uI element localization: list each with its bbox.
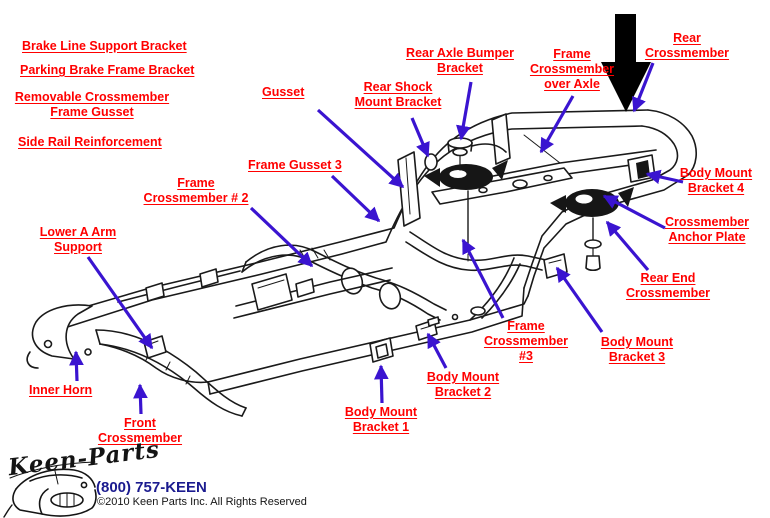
part-label-frame-gusset-3[interactable]: Frame Gusset 3 [248, 158, 342, 173]
pointer-arrow-front-crossmember [133, 383, 148, 415]
chassis-line-art [26, 109, 697, 417]
pointer-arrow-rear-axle-bumper-bracket [456, 81, 473, 141]
pointer-arrow-rear-end-crossmember [605, 220, 650, 272]
part-label-line: Mount Bracket [354, 95, 442, 109]
part-label-inner-horn[interactable]: Inner Horn [29, 383, 92, 398]
part-label-line: Lower A Arm [39, 225, 117, 239]
part-label-parking-brake-frame-bracket[interactable]: Parking Brake Frame Bracket [20, 63, 194, 78]
part-label-line: Frame [177, 176, 215, 190]
pointer-arrow-frame-crossmember-over-axle [539, 95, 575, 154]
part-label-line: Crossmember [664, 215, 750, 229]
part-label-line: Support [54, 240, 102, 254]
part-label-line: Anchor Plate [668, 230, 746, 244]
pointer-arrows [69, 62, 684, 415]
pointer-arrow-frame-crossmember-2 [249, 206, 314, 268]
part-label-line: Rear [673, 31, 701, 45]
pointer-arrow-rear-crossmember [632, 62, 655, 113]
pointer-arrow-frame-crossmember-3 [461, 238, 505, 319]
corvette-sketch-logo [3, 461, 97, 518]
part-label-line: Rear Shock [363, 80, 433, 94]
part-label-line: Body Mount [600, 335, 674, 349]
part-label-line: Rear End [640, 271, 696, 285]
pointer-arrow-gusset [316, 108, 405, 189]
part-label-line: Frame Gusset [50, 105, 134, 119]
part-label-line: Frame Gusset 3 [248, 158, 342, 172]
part-label-line: Bracket 2 [434, 385, 492, 399]
part-label-line: Crossmember [483, 334, 569, 348]
down-arrow-icon [601, 14, 651, 112]
part-label-line: Crossmember [644, 46, 730, 60]
pointer-arrow-body-mount-bracket-4 [645, 169, 684, 185]
part-label-line: Removable Crossmember [14, 90, 170, 104]
part-label-line: Parking Brake Frame Bracket [20, 63, 195, 77]
part-label-line: Bracket [437, 61, 483, 75]
copyright-text: ©2010 Keen Parts Inc. All Rights Reserve… [97, 496, 307, 508]
part-label-line: Brake Line Support Bracket [22, 39, 187, 53]
part-label-side-rail-reinforcement[interactable]: Side Rail Reinforcement [18, 135, 162, 150]
pointer-arrow-body-mount-bracket-1 [374, 364, 389, 404]
part-label-line: Frame [507, 319, 545, 333]
part-label-line: Body Mount [679, 166, 753, 180]
pointer-arrow-inner-horn [69, 350, 84, 382]
part-label-line: Side Rail Reinforcement [18, 135, 162, 149]
pointer-arrow-crossmember-anchor-plate [602, 194, 666, 230]
pointer-arrow-lower-a-arm-support [86, 256, 154, 350]
part-label-line: Body Mount [426, 370, 500, 384]
part-label-brake-line-support-bracket[interactable]: Brake Line Support Bracket [22, 39, 187, 54]
part-label-line: Bracket 3 [608, 350, 666, 364]
part-label-line: over Axle [544, 77, 600, 91]
part-label-line: Crossmember [529, 62, 615, 76]
part-label-line: Body Mount [344, 405, 418, 419]
pointer-arrow-body-mount-bracket-3 [555, 266, 604, 333]
part-label-line: Crossmember [625, 286, 711, 300]
part-label-line: Bracket 1 [352, 420, 410, 434]
pointer-arrow-rear-shock-mount-bracket [410, 117, 430, 158]
part-label-line: Rear Axle Bumper [406, 46, 514, 60]
phone-number: (800) 757-KEEN [96, 479, 207, 496]
part-label-line: Inner Horn [29, 383, 93, 397]
part-label-line: Bracket 4 [687, 181, 745, 195]
part-label-line: Frame [553, 47, 591, 61]
part-label-gusset[interactable]: Gusset [262, 85, 304, 100]
part-label-line: Crossmember [97, 431, 183, 445]
part-label-line: Crossmember # 2 [143, 191, 249, 205]
part-label-line: Front [124, 416, 156, 430]
pointer-arrow-body-mount-bracket-2 [426, 332, 448, 369]
part-label-line: Gusset [262, 85, 305, 99]
part-label-line: #3 [519, 349, 533, 363]
pointer-arrow-frame-gusset-3 [330, 174, 381, 223]
